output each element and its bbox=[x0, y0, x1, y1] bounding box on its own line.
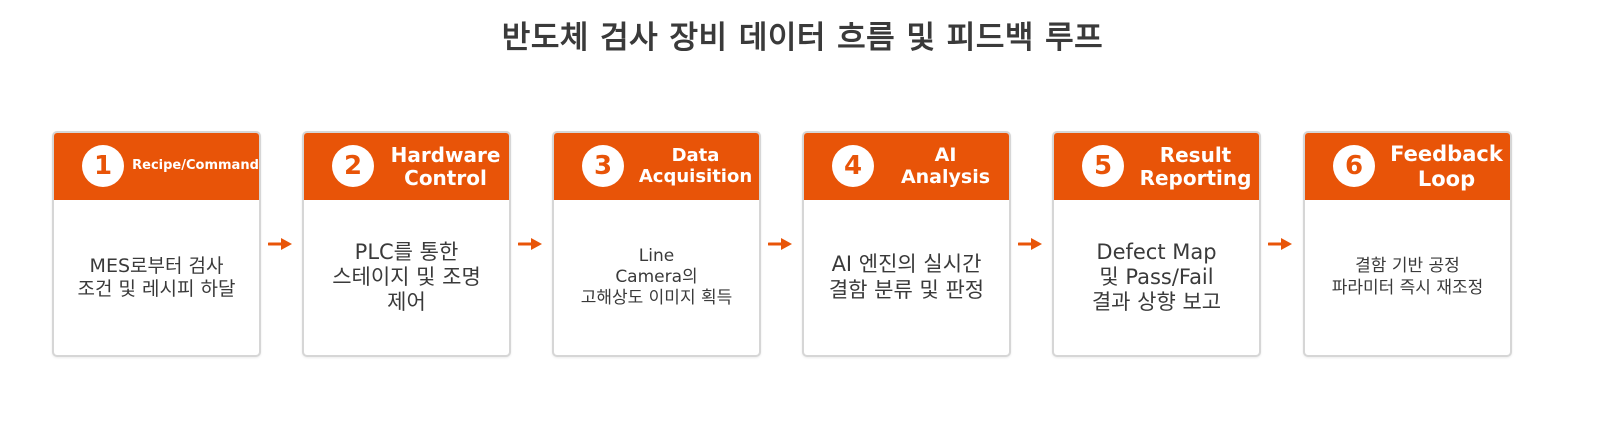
diagram-title: 반도체 검사 장비 데이터 흐름 및 피드백 루프 bbox=[501, 20, 1104, 56]
step-header: 3 Data Acquisition bbox=[554, 133, 759, 200]
step-description: Line Camera의 고해상도 이미지 획득 bbox=[580, 245, 733, 309]
step-number-badge: 5 bbox=[1082, 145, 1124, 187]
step-number-badge: 3 bbox=[582, 145, 624, 187]
step-body: 결함 기반 공정 파라미터 즉시 재조정 bbox=[1305, 200, 1510, 355]
step-description: AI 엔진의 실시간 결함 분류 및 판정 bbox=[828, 252, 985, 302]
step-title: Recipe/Command bbox=[132, 158, 259, 174]
step-title: Data Acquisition bbox=[638, 144, 753, 187]
step-description: 결함 기반 공정 파라미터 즉시 재조정 bbox=[1331, 256, 1484, 298]
step-body: PLC를 통한 스테이지 및 조명 제어 bbox=[304, 200, 509, 355]
step-title: AI Analysis bbox=[900, 143, 991, 188]
step-header: 2 Hardware Control bbox=[304, 133, 509, 200]
step-card-6: 6 Feedback Loop 결함 기반 공정 파라미터 즉시 재조정 bbox=[1303, 131, 1512, 357]
step-number-badge: 4 bbox=[832, 145, 874, 187]
arrow-right-icon bbox=[768, 238, 792, 250]
arrow-right-icon bbox=[518, 238, 542, 250]
step-header: 5 Result Reporting bbox=[1054, 133, 1259, 200]
step-body: AI 엔진의 실시간 결함 분류 및 판정 bbox=[804, 200, 1009, 355]
step-card-5: 5 Result Reporting Defect Map 및 Pass/Fai… bbox=[1052, 131, 1261, 357]
step-title: Feedback Loop bbox=[1390, 142, 1503, 191]
step-header: 1 Recipe/Command bbox=[54, 133, 259, 200]
step-title: Hardware Control bbox=[390, 142, 501, 190]
step-description: MES로부터 검사 조건 및 레시피 하달 bbox=[77, 254, 236, 300]
step-body: Line Camera의 고해상도 이미지 획득 bbox=[554, 200, 759, 355]
step-card-3: 3 Data Acquisition Line Camera의 고해상도 이미지… bbox=[552, 131, 761, 357]
step-body: Defect Map 및 Pass/Fail 결과 상향 보고 bbox=[1054, 200, 1259, 355]
step-number-badge: 6 bbox=[1333, 145, 1375, 187]
step-description: PLC를 통한 스테이지 및 조명 제어 bbox=[332, 239, 481, 315]
step-card-4: 4 AI Analysis AI 엔진의 실시간 결함 분류 및 판정 bbox=[802, 131, 1011, 357]
step-number-badge: 2 bbox=[332, 145, 374, 187]
step-header: 6 Feedback Loop bbox=[1305, 133, 1510, 200]
step-number-badge: 1 bbox=[82, 145, 124, 187]
step-description: Defect Map 및 Pass/Fail 결과 상향 보고 bbox=[1091, 239, 1222, 315]
step-card-1: 1 Recipe/Command MES로부터 검사 조건 및 레시피 하달 bbox=[52, 131, 261, 357]
arrow-right-icon bbox=[1018, 238, 1042, 250]
arrow-right-icon bbox=[268, 238, 292, 250]
step-card-2: 2 Hardware Control PLC를 통한 스테이지 및 조명 제어 bbox=[302, 131, 511, 357]
arrow-right-icon bbox=[1268, 238, 1292, 250]
step-body: MES로부터 검사 조건 및 레시피 하달 bbox=[54, 200, 259, 355]
step-title: Result Reporting bbox=[1139, 142, 1252, 190]
step-header: 4 AI Analysis bbox=[804, 133, 1009, 200]
